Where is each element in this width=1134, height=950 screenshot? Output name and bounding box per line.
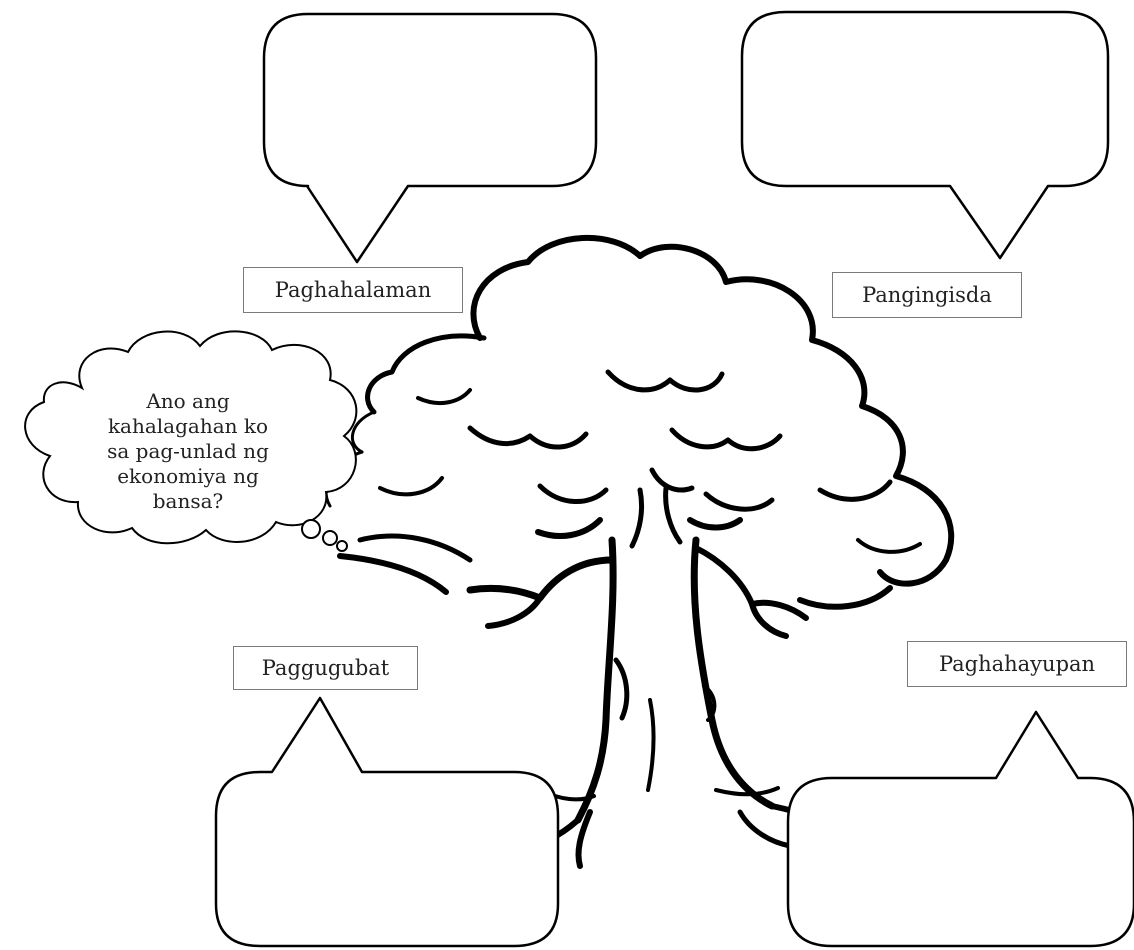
label-pangingisda: Pangingisda	[832, 272, 1022, 318]
label-paggugubat: Paggugubat	[233, 646, 418, 690]
tree-canopy-detail	[605, 369, 725, 393]
tree-canopy	[470, 235, 955, 587]
question-line: sa pag-unlad ng	[107, 439, 269, 463]
speech-bubble-top-right	[740, 10, 1110, 260]
thought-bubble-dot-medium	[322, 530, 338, 546]
tree-trunk	[574, 536, 617, 824]
thought-bubble-dot-large	[301, 519, 321, 539]
question-line: bansa?	[152, 489, 224, 513]
label-paghahayupan: Paghahayupan	[907, 641, 1127, 687]
thought-bubble-dot-small	[336, 540, 348, 552]
question-line: Ano ang	[146, 389, 230, 413]
speech-bubble-top-left	[262, 12, 598, 264]
question-line: ekonomiya ng	[117, 464, 259, 488]
speech-bubble-bottom-right	[786, 710, 1134, 948]
speech-bubble-bottom-left	[214, 696, 560, 948]
question-line: kahalagahan ko	[107, 414, 269, 438]
thought-cloud-body	[24, 330, 358, 545]
tree-branches	[466, 556, 616, 602]
label-paghahalaman: Paghahalaman	[243, 267, 463, 313]
thought-cloud-question: Ano ang kahalagahan ko sa pag-unlad ng e…	[58, 389, 318, 514]
thought-cloud	[24, 330, 358, 552]
